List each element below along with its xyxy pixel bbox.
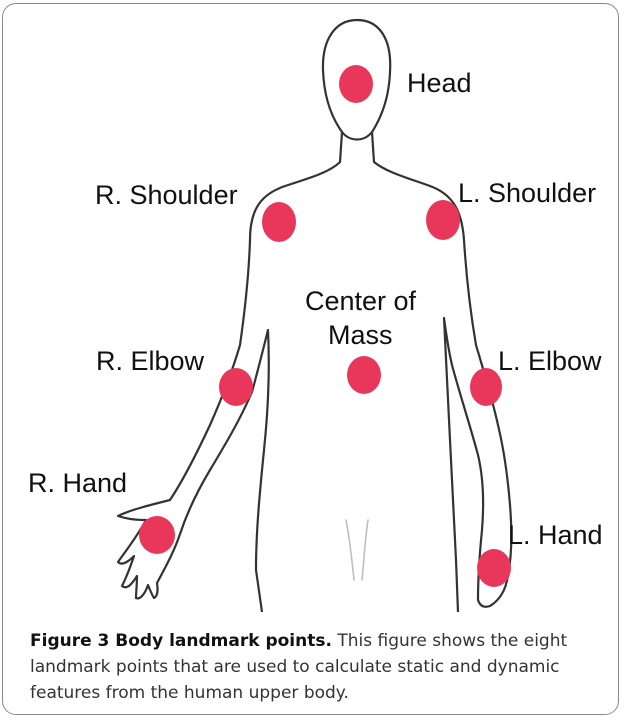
center-of-mass-point [347,356,381,394]
caption-title: Figure 3 Body landmark points. [30,631,332,651]
body-figure: Head R. Shoulder L. Shoulder Center of M… [0,0,624,612]
r-elbow-label: R. Elbow [96,348,204,375]
r-hand-point [139,516,175,554]
r-elbow-point [219,368,253,406]
r-shoulder-label: R. Shoulder [95,182,238,209]
l-shoulder-label: L. Shoulder [458,180,596,207]
r-hand-label: R. Hand [28,470,127,497]
l-hand-point [477,549,511,587]
l-shoulder-point [426,200,460,240]
r-shoulder-point [262,202,296,242]
center-of-mass-label-line1: Center of [305,288,416,315]
center-of-mass-label-line2: Mass [328,322,393,349]
landmark-points [139,65,511,587]
head-point [339,65,373,103]
l-elbow-label: L. Elbow [498,348,602,375]
l-hand-label: L. Hand [508,522,603,549]
head-label: Head [407,70,472,97]
figure-caption: Figure 3 Body landmark points. This figu… [30,628,610,706]
